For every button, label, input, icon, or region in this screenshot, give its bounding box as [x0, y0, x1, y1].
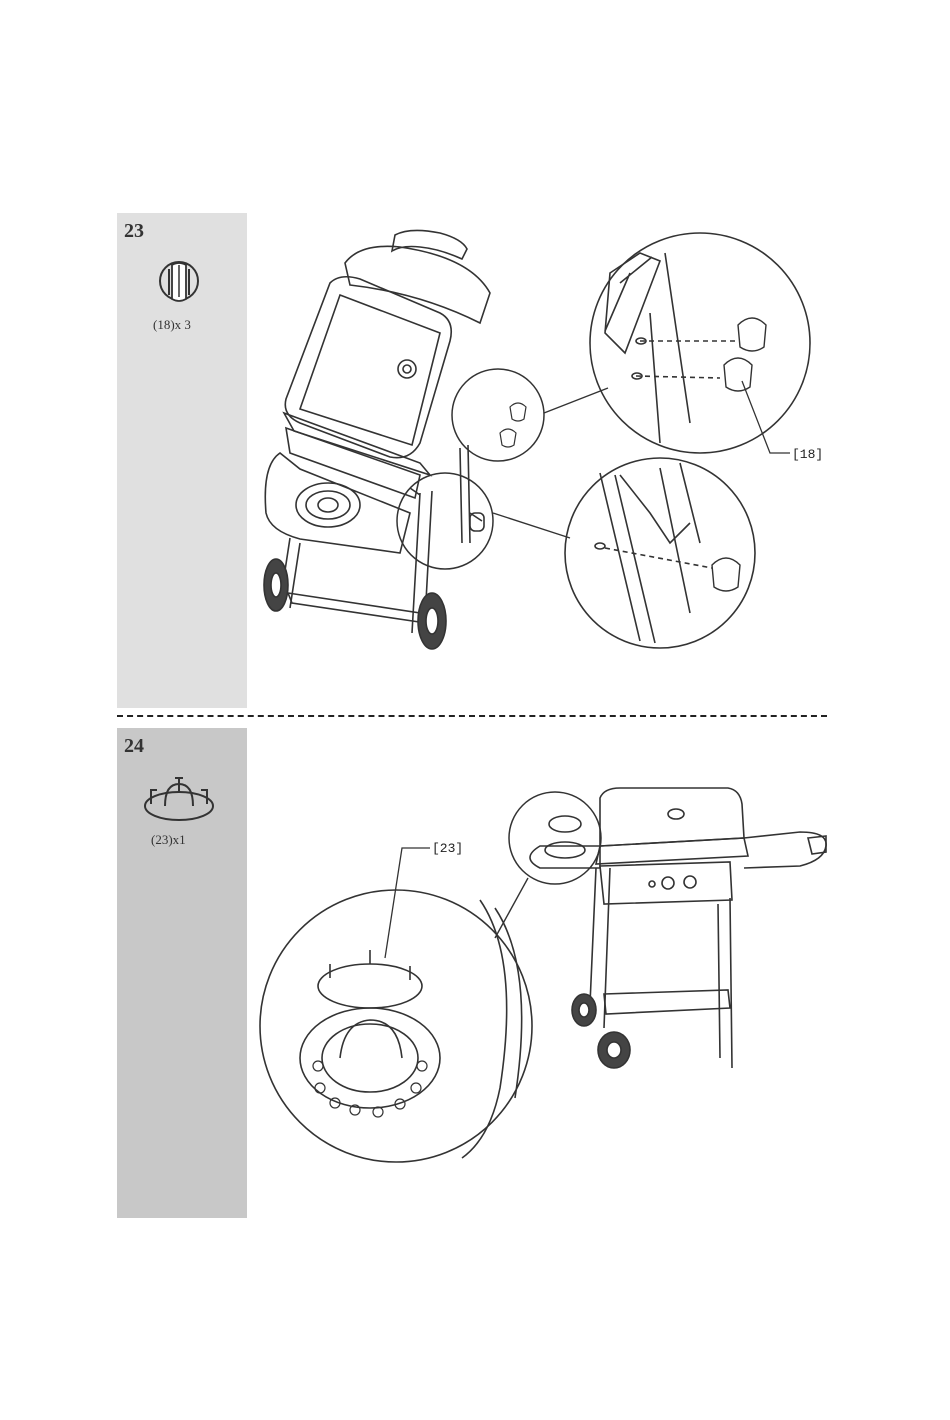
detail-marker-circle: [509, 792, 601, 884]
zoom-circle-bottom: [565, 458, 755, 648]
step-23-illustration: [18]: [0, 213, 950, 708]
zoom-circle-burner: [260, 890, 532, 1162]
step-24-illustration: [23]: [0, 728, 950, 1218]
grill-drawing: [530, 788, 826, 1068]
grill-drawing: [264, 230, 490, 649]
zoom-connector-lines: [495, 878, 528, 938]
step-divider: [117, 715, 827, 717]
step-24: 24 (23)x1 [23]: [0, 728, 950, 1218]
zoom-circle-top: [590, 233, 810, 453]
callout-label-23: [23]: [432, 841, 463, 856]
knob-marks-small: [500, 403, 526, 447]
knob-mark-bottom: [712, 558, 740, 591]
callout-label-18: [18]: [792, 447, 823, 462]
grill-wheels: [572, 994, 630, 1068]
step-23: 23 (18)x 3: [0, 213, 950, 708]
callout-leader-23: [385, 848, 430, 958]
knob-marks-top: [724, 318, 766, 391]
